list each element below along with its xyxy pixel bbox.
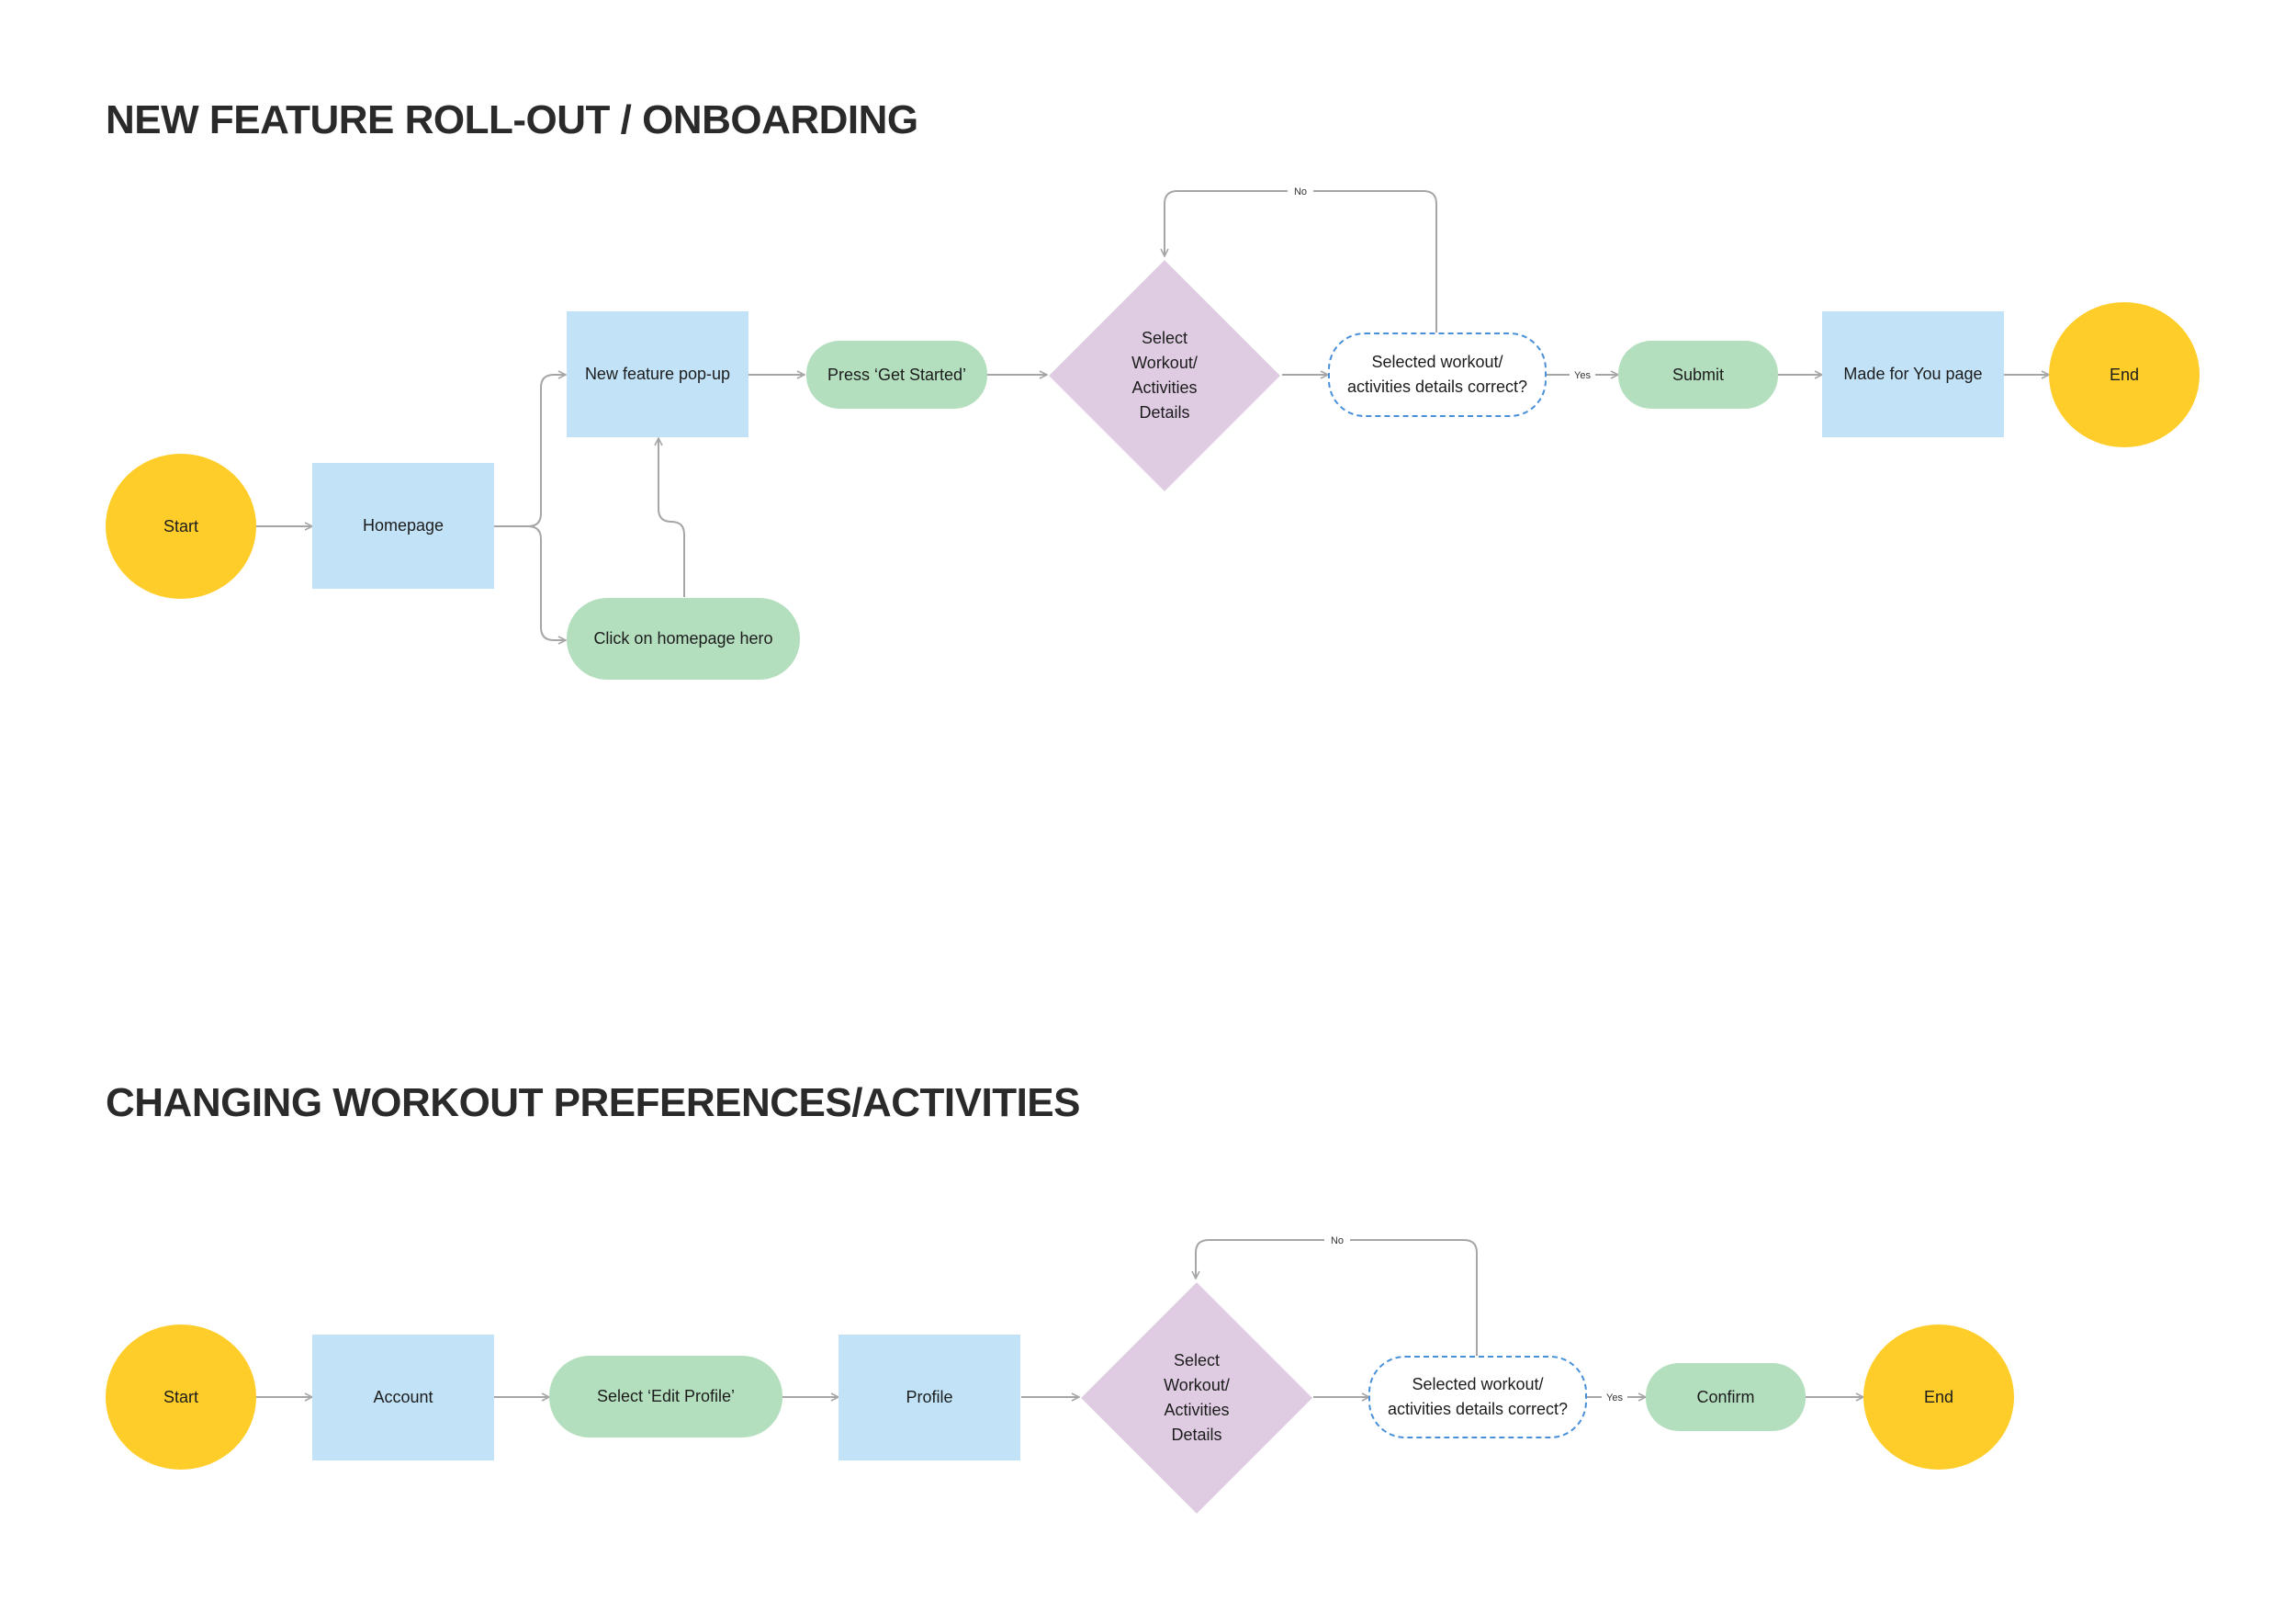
flow1-check-line1: Selected workout/ [1371,353,1503,371]
flow2-start-label: Start [163,1387,198,1406]
submit-node[interactable]: Submit [1618,341,1778,409]
yes-label-2: Yes [1606,1392,1623,1403]
flow1-check-text: Selected workout/ activities details cor… [1347,350,1527,400]
profile-label: Profile [906,1388,953,1406]
flow1-start-label: Start [163,516,198,535]
flow2-details-check-node[interactable]: Selected workout/ activities details cor… [1368,1356,1587,1438]
made-for-you-label: Made for You page [1843,365,1983,383]
flow2-check-text: Selected workout/ activities details cor… [1388,1372,1568,1422]
profile-node[interactable]: Profile [838,1335,1020,1460]
edge-homepage-hero [527,525,566,640]
no-label-bg-1 [1288,184,1313,198]
flow1-check-line2: activities details correct? [1346,378,1528,396]
homepage-hero-node[interactable]: Click on homepage hero [567,598,800,680]
flow1-select-details-node[interactable]: Select Workout/ Activities Details [1047,258,1282,493]
feature-popup-label: New feature pop-up [584,365,731,383]
flow2-check-line2: activities details correct? [1387,1400,1569,1418]
homepage-hero-label: Click on homepage hero [593,629,773,648]
flow2-select-label: Select Workout/ Activities Details [1164,1351,1230,1444]
no-label-bg-2 [1324,1233,1350,1247]
get-started-node[interactable]: Press ‘Get Started’ [806,341,987,409]
flow2-title: CHANGING WORKOUT PREFERENCES/ACTIVITIES [106,1080,1081,1125]
flow2-start-node[interactable]: Start [106,1325,256,1470]
flow1-details-check-node[interactable]: Selected workout/ activities details cor… [1328,333,1547,417]
flow1-end-node[interactable]: End [2049,302,2200,447]
homepage-label: Homepage [362,516,445,535]
flow1-end-label: End [2109,365,2140,384]
edit-profile-label: Select ‘Edit Profile’ [596,1387,736,1405]
submit-label: Submit [1671,365,1725,384]
edge-hero-popup [658,438,685,597]
feature-popup-node[interactable]: New feature pop-up [567,311,748,437]
flow1-title: NEW FEATURE ROLL-OUT / ONBOARDING [106,97,918,142]
no-label-2: No [1331,1235,1344,1246]
get-started-label: Press ‘Get Started’ [827,365,967,384]
flow2-check-line1: Selected workout/ [1412,1375,1544,1393]
yes-label-bg-2 [1602,1390,1627,1404]
account-label: Account [373,1388,433,1406]
account-node[interactable]: Account [312,1335,494,1460]
edit-profile-node[interactable]: Select ‘Edit Profile’ [549,1356,782,1437]
confirm-label: Confirm [1696,1387,1755,1406]
yes-label-1: Yes [1574,370,1591,381]
flow2-end-label: End [1923,1387,1954,1406]
flow2-select-details-node[interactable]: Select Workout/ Activities Details [1079,1280,1314,1516]
homepage-node[interactable]: Homepage [312,463,494,589]
flow1-start-node[interactable]: Start [106,454,256,599]
made-for-you-node[interactable]: Made for You page [1822,311,2004,437]
no-label-1: No [1294,186,1307,197]
yes-label-bg-1 [1570,367,1595,382]
flow1-select-label: Select Workout/ Activities Details [1131,329,1198,422]
confirm-node[interactable]: Confirm [1646,1363,1806,1431]
flow2-end-node[interactable]: End [1863,1325,2014,1470]
edge-homepage-popup [493,375,566,527]
